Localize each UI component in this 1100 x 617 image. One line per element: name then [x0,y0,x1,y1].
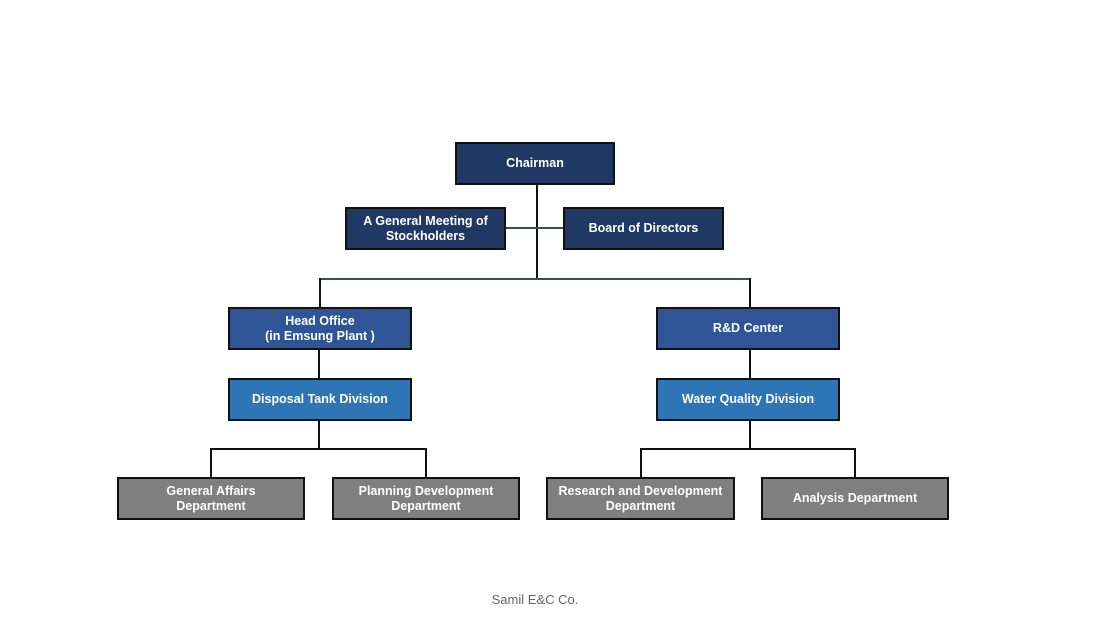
rd-center-box: R&D Center [656,307,840,350]
chairman-box: Chairman [455,142,615,185]
analysis-label: Analysis Department [792,491,918,505]
water-quality-label: Water Quality Division [681,392,815,406]
water-quality-box: Water Quality Division [656,378,840,421]
company-footer: Samil E&C Co. [491,592,579,607]
head-office-label: Head Office (in Emsung Plant ) [265,313,375,343]
research-development-box: Research and Development Department [546,477,735,520]
stockholders-box: A General Meeting of Stockholders [345,207,506,250]
research-development-label: Research and Development Department [558,483,723,513]
general-affairs-label: General Affairs Department [166,483,256,513]
analysis-box: Analysis Department [761,477,949,520]
rd-center-label: R&D Center [712,321,784,335]
planning-development-label: Planning Development Department [358,483,494,513]
stockholders-label: A General Meeting of Stockholders [363,213,488,243]
board-label: Board of Directors [588,221,699,235]
disposal-tank-box: Disposal Tank Division [228,378,412,421]
board-box: Board of Directors [563,207,724,250]
chairman-label: Chairman [506,156,564,170]
general-affairs-box: General Affairs Department [117,477,305,520]
head-office-box: Head Office (in Emsung Plant ) [228,307,412,350]
disposal-tank-label: Disposal Tank Division [252,392,388,406]
planning-development-box: Planning Development Department [332,477,520,520]
